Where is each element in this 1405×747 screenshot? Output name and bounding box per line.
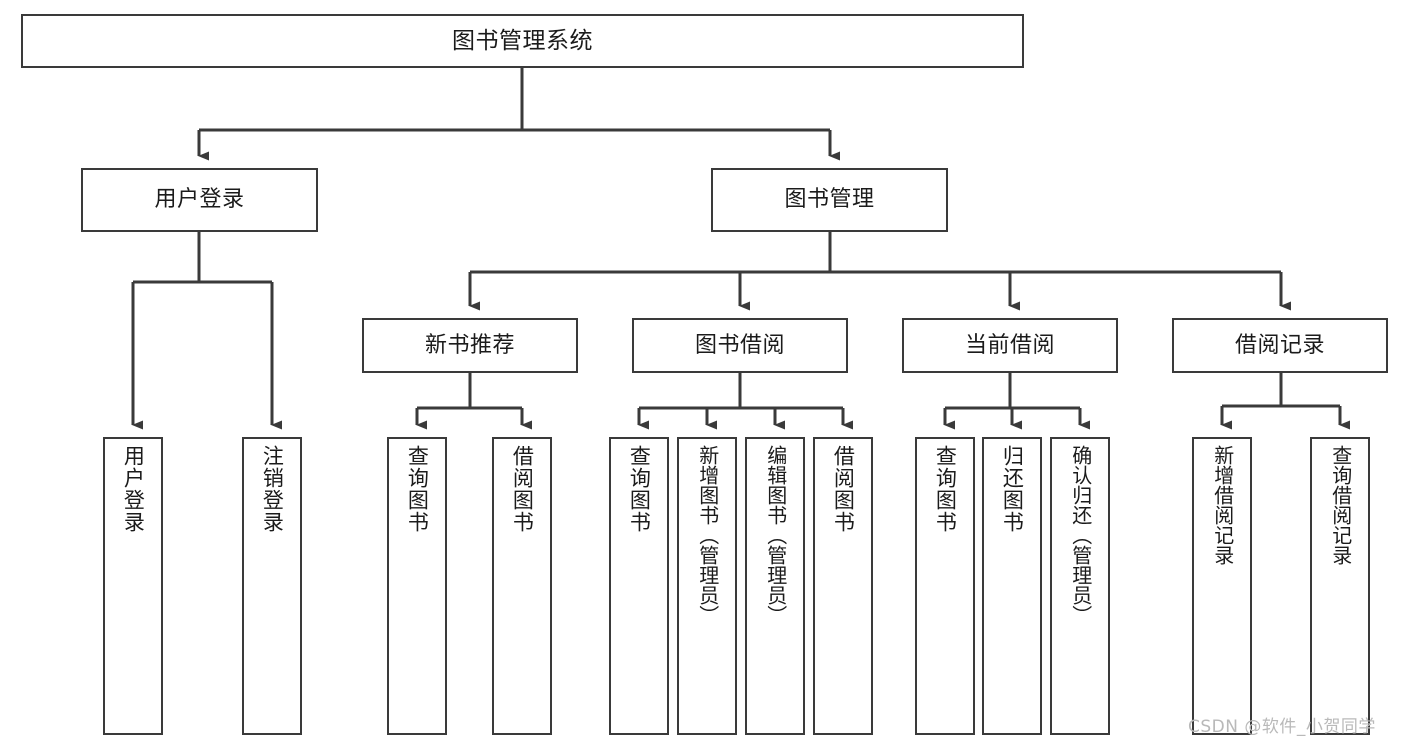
node-leaf-add-borrow-record[interactable]: 新增借阅记录 (1192, 437, 1252, 735)
node-label: 新书推荐 (424, 332, 515, 358)
node-label: 图书管理系统 (452, 27, 593, 54)
node-leaf-confirm-return[interactable]: 确认归还（管理员） (1050, 437, 1110, 735)
node-label: 用户登录 (121, 445, 146, 533)
node-label: 查询图书 (405, 445, 430, 533)
node-leaf-return-book[interactable]: 归还图书 (982, 437, 1042, 735)
node-root-system[interactable]: 图书管理系统 (21, 14, 1024, 68)
node-label: 确认归还（管理员） (1068, 445, 1093, 625)
node-label: 新增图书（管理员） (695, 445, 720, 625)
node-label: 查询借阅记录 (1328, 445, 1353, 565)
node-label: 编辑图书（管理员） (763, 445, 788, 625)
node-leaf-edit-book[interactable]: 编辑图书（管理员） (745, 437, 805, 735)
node-leaf-rec-borrow-book[interactable]: 借阅图书 (492, 437, 552, 735)
node-leaf-user-login[interactable]: 用户登录 (103, 437, 163, 735)
node-borrow-record[interactable]: 借阅记录 (1172, 318, 1388, 373)
node-label: 图书管理 (784, 187, 875, 213)
csdn-watermark: CSDN @软件_小贺同学 (1188, 717, 1376, 737)
node-leaf-rec-query-book[interactable]: 查询图书 (387, 437, 447, 735)
node-leaf-borrow-query-book[interactable]: 查询图书 (609, 437, 669, 735)
node-leaf-logout[interactable]: 注销登录 (242, 437, 302, 735)
node-leaf-add-book[interactable]: 新增图书（管理员） (677, 437, 737, 735)
node-book-borrow[interactable]: 图书借阅 (632, 318, 848, 373)
node-label: 借阅记录 (1234, 332, 1325, 358)
node-label: 借阅图书 (510, 445, 535, 533)
node-label: 查询图书 (933, 445, 958, 533)
node-label: 图书借阅 (694, 332, 785, 358)
node-label: 新增借阅记录 (1210, 445, 1235, 565)
node-label: 当前借阅 (964, 332, 1055, 358)
node-leaf-query-borrow-record[interactable]: 查询借阅记录 (1310, 437, 1370, 735)
node-label: 用户登录 (154, 187, 245, 213)
node-book-manage[interactable]: 图书管理 (711, 168, 948, 232)
node-label: 借阅图书 (831, 445, 856, 533)
node-current-borrow[interactable]: 当前借阅 (902, 318, 1118, 373)
node-user-login[interactable]: 用户登录 (81, 168, 318, 232)
node-leaf-borrow-book[interactable]: 借阅图书 (813, 437, 873, 735)
node-new-book-recommend[interactable]: 新书推荐 (362, 318, 578, 373)
node-leaf-current-query-book[interactable]: 查询图书 (915, 437, 975, 735)
node-label: 归还图书 (1000, 445, 1025, 533)
node-label: 查询图书 (627, 445, 652, 533)
node-label: 注销登录 (260, 445, 285, 533)
